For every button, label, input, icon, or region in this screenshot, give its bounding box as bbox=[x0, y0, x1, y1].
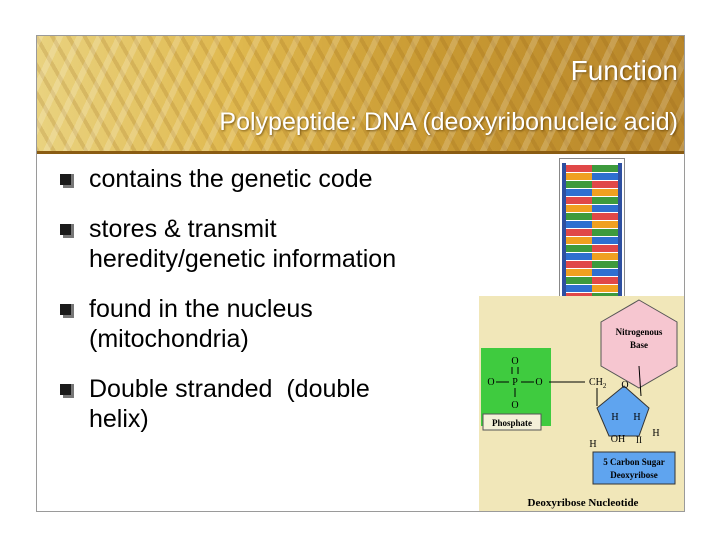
slide-subtitle: Polypeptide: DNA (deoxyribonucleic acid) bbox=[219, 108, 678, 136]
bullet-square-icon bbox=[60, 224, 74, 238]
base-pair-rung bbox=[566, 253, 618, 260]
sugar-label-2: Deoxyribose bbox=[610, 470, 658, 480]
base-right bbox=[592, 261, 618, 268]
base-left bbox=[566, 181, 592, 188]
bullet-text-continued: helix) bbox=[89, 405, 149, 433]
oh-label: OH bbox=[611, 434, 625, 445]
deoxyribose-ring bbox=[596, 385, 650, 437]
base-left bbox=[566, 245, 592, 252]
base-left bbox=[566, 229, 592, 236]
base-right bbox=[592, 221, 618, 228]
bullet-list: contains the genetic code stores & trans… bbox=[57, 164, 487, 454]
base-left bbox=[566, 285, 592, 292]
bullet-square-icon bbox=[60, 384, 74, 398]
base-pair-rung bbox=[566, 237, 618, 244]
base-right bbox=[592, 237, 618, 244]
base-right bbox=[592, 173, 618, 180]
bullet-item: found in the nucleus (mitochondria) bbox=[57, 294, 487, 354]
base-right bbox=[592, 229, 618, 236]
base-pair-rung bbox=[566, 205, 618, 212]
bullet-text: stores & transmit bbox=[89, 215, 277, 243]
bullet-square-icon bbox=[60, 174, 74, 188]
base-pair-rung bbox=[566, 261, 618, 268]
phosphate-o-bottom: O bbox=[511, 400, 518, 411]
slide-frame: Function Polypeptide: DNA (deoxyribonucl… bbox=[36, 35, 685, 512]
phosphate-label-box bbox=[482, 413, 542, 431]
base-pair-rung bbox=[566, 165, 618, 172]
base-sugar-bond bbox=[638, 365, 642, 397]
base-pair-rung bbox=[566, 189, 618, 196]
base-pair-rung bbox=[566, 213, 618, 220]
dna-ladder-image bbox=[559, 158, 625, 305]
base-pair-rung bbox=[566, 245, 618, 252]
h-label: H bbox=[589, 439, 596, 450]
base-right bbox=[592, 205, 618, 212]
base-pair-rung bbox=[566, 285, 618, 292]
roman-label: II bbox=[636, 435, 642, 445]
bullet-text-continued: (mitochondria) bbox=[89, 325, 249, 353]
bullet-square-icon bbox=[60, 304, 74, 318]
phosphate-label: Phosphate bbox=[492, 418, 532, 428]
base-right bbox=[592, 189, 618, 196]
base-left bbox=[566, 197, 592, 204]
base-left bbox=[566, 237, 592, 244]
phosphate-o-right: O bbox=[535, 377, 542, 388]
base-left bbox=[566, 261, 592, 268]
nitrogenous-base-hexagon bbox=[600, 299, 678, 389]
base-pair-rung bbox=[566, 173, 618, 180]
h-label: H bbox=[633, 412, 640, 423]
bullet-text: contains the genetic code bbox=[89, 165, 373, 193]
ch2-label: CH2 bbox=[589, 377, 607, 390]
base-right bbox=[592, 165, 618, 172]
base-left bbox=[566, 189, 592, 196]
base-pair-rung bbox=[566, 197, 618, 204]
nucleotide-diagram: Nitrogenous Base O O P O O Phosphate CH2… bbox=[479, 296, 684, 511]
bullet-item: contains the genetic code bbox=[57, 164, 487, 194]
base-right bbox=[592, 181, 618, 188]
base-pair-rung bbox=[566, 221, 618, 228]
base-right bbox=[592, 213, 618, 220]
base-left bbox=[566, 173, 592, 180]
base-pair-rung bbox=[566, 229, 618, 236]
bullet-item: stores & transmit heredity/genetic infor… bbox=[57, 214, 487, 274]
h-label: H bbox=[652, 428, 659, 439]
phosphate-o-left: O bbox=[487, 377, 494, 388]
nitrogenous-label-1: Nitrogenous bbox=[616, 327, 663, 337]
base-left bbox=[566, 221, 592, 228]
base-right bbox=[592, 245, 618, 252]
base-left bbox=[566, 269, 592, 276]
base-right bbox=[592, 277, 618, 284]
h-label: H bbox=[611, 412, 618, 423]
slide-title: Function bbox=[570, 55, 678, 86]
base-right bbox=[592, 197, 618, 204]
header-divider bbox=[37, 151, 684, 154]
sugar-label-1: 5 Carbon Sugar bbox=[603, 457, 665, 467]
bullet-text: Double stranded (double bbox=[89, 375, 370, 403]
base-pair-rung bbox=[566, 277, 618, 284]
bullet-item: Double stranded (double helix) bbox=[57, 374, 487, 434]
base-left bbox=[566, 277, 592, 284]
base-pair-rung bbox=[566, 269, 618, 276]
base-left bbox=[566, 205, 592, 212]
base-right bbox=[592, 285, 618, 292]
base-left bbox=[566, 213, 592, 220]
base-pair-rung bbox=[566, 181, 618, 188]
dna-backbone-left bbox=[562, 163, 566, 299]
sugar-label-box bbox=[592, 451, 676, 485]
base-right bbox=[592, 253, 618, 260]
ring-oxygen: O bbox=[621, 380, 628, 391]
bullet-text: found in the nucleus bbox=[89, 295, 313, 323]
base-left bbox=[566, 165, 592, 172]
phosphate-o-top: O bbox=[511, 356, 518, 367]
dna-backbone-right bbox=[618, 163, 622, 299]
nitrogenous-label-2: Base bbox=[630, 340, 648, 350]
bullet-text-continued: heredity/genetic information bbox=[89, 245, 397, 273]
base-right bbox=[592, 269, 618, 276]
phosphate-p: P bbox=[512, 377, 518, 388]
nucleotide-caption: Deoxyribose Nucleotide bbox=[528, 497, 639, 509]
base-left bbox=[566, 253, 592, 260]
phosphate-group bbox=[481, 348, 551, 426]
slide-header: Function Polypeptide: DNA (deoxyribonucl… bbox=[37, 36, 684, 154]
